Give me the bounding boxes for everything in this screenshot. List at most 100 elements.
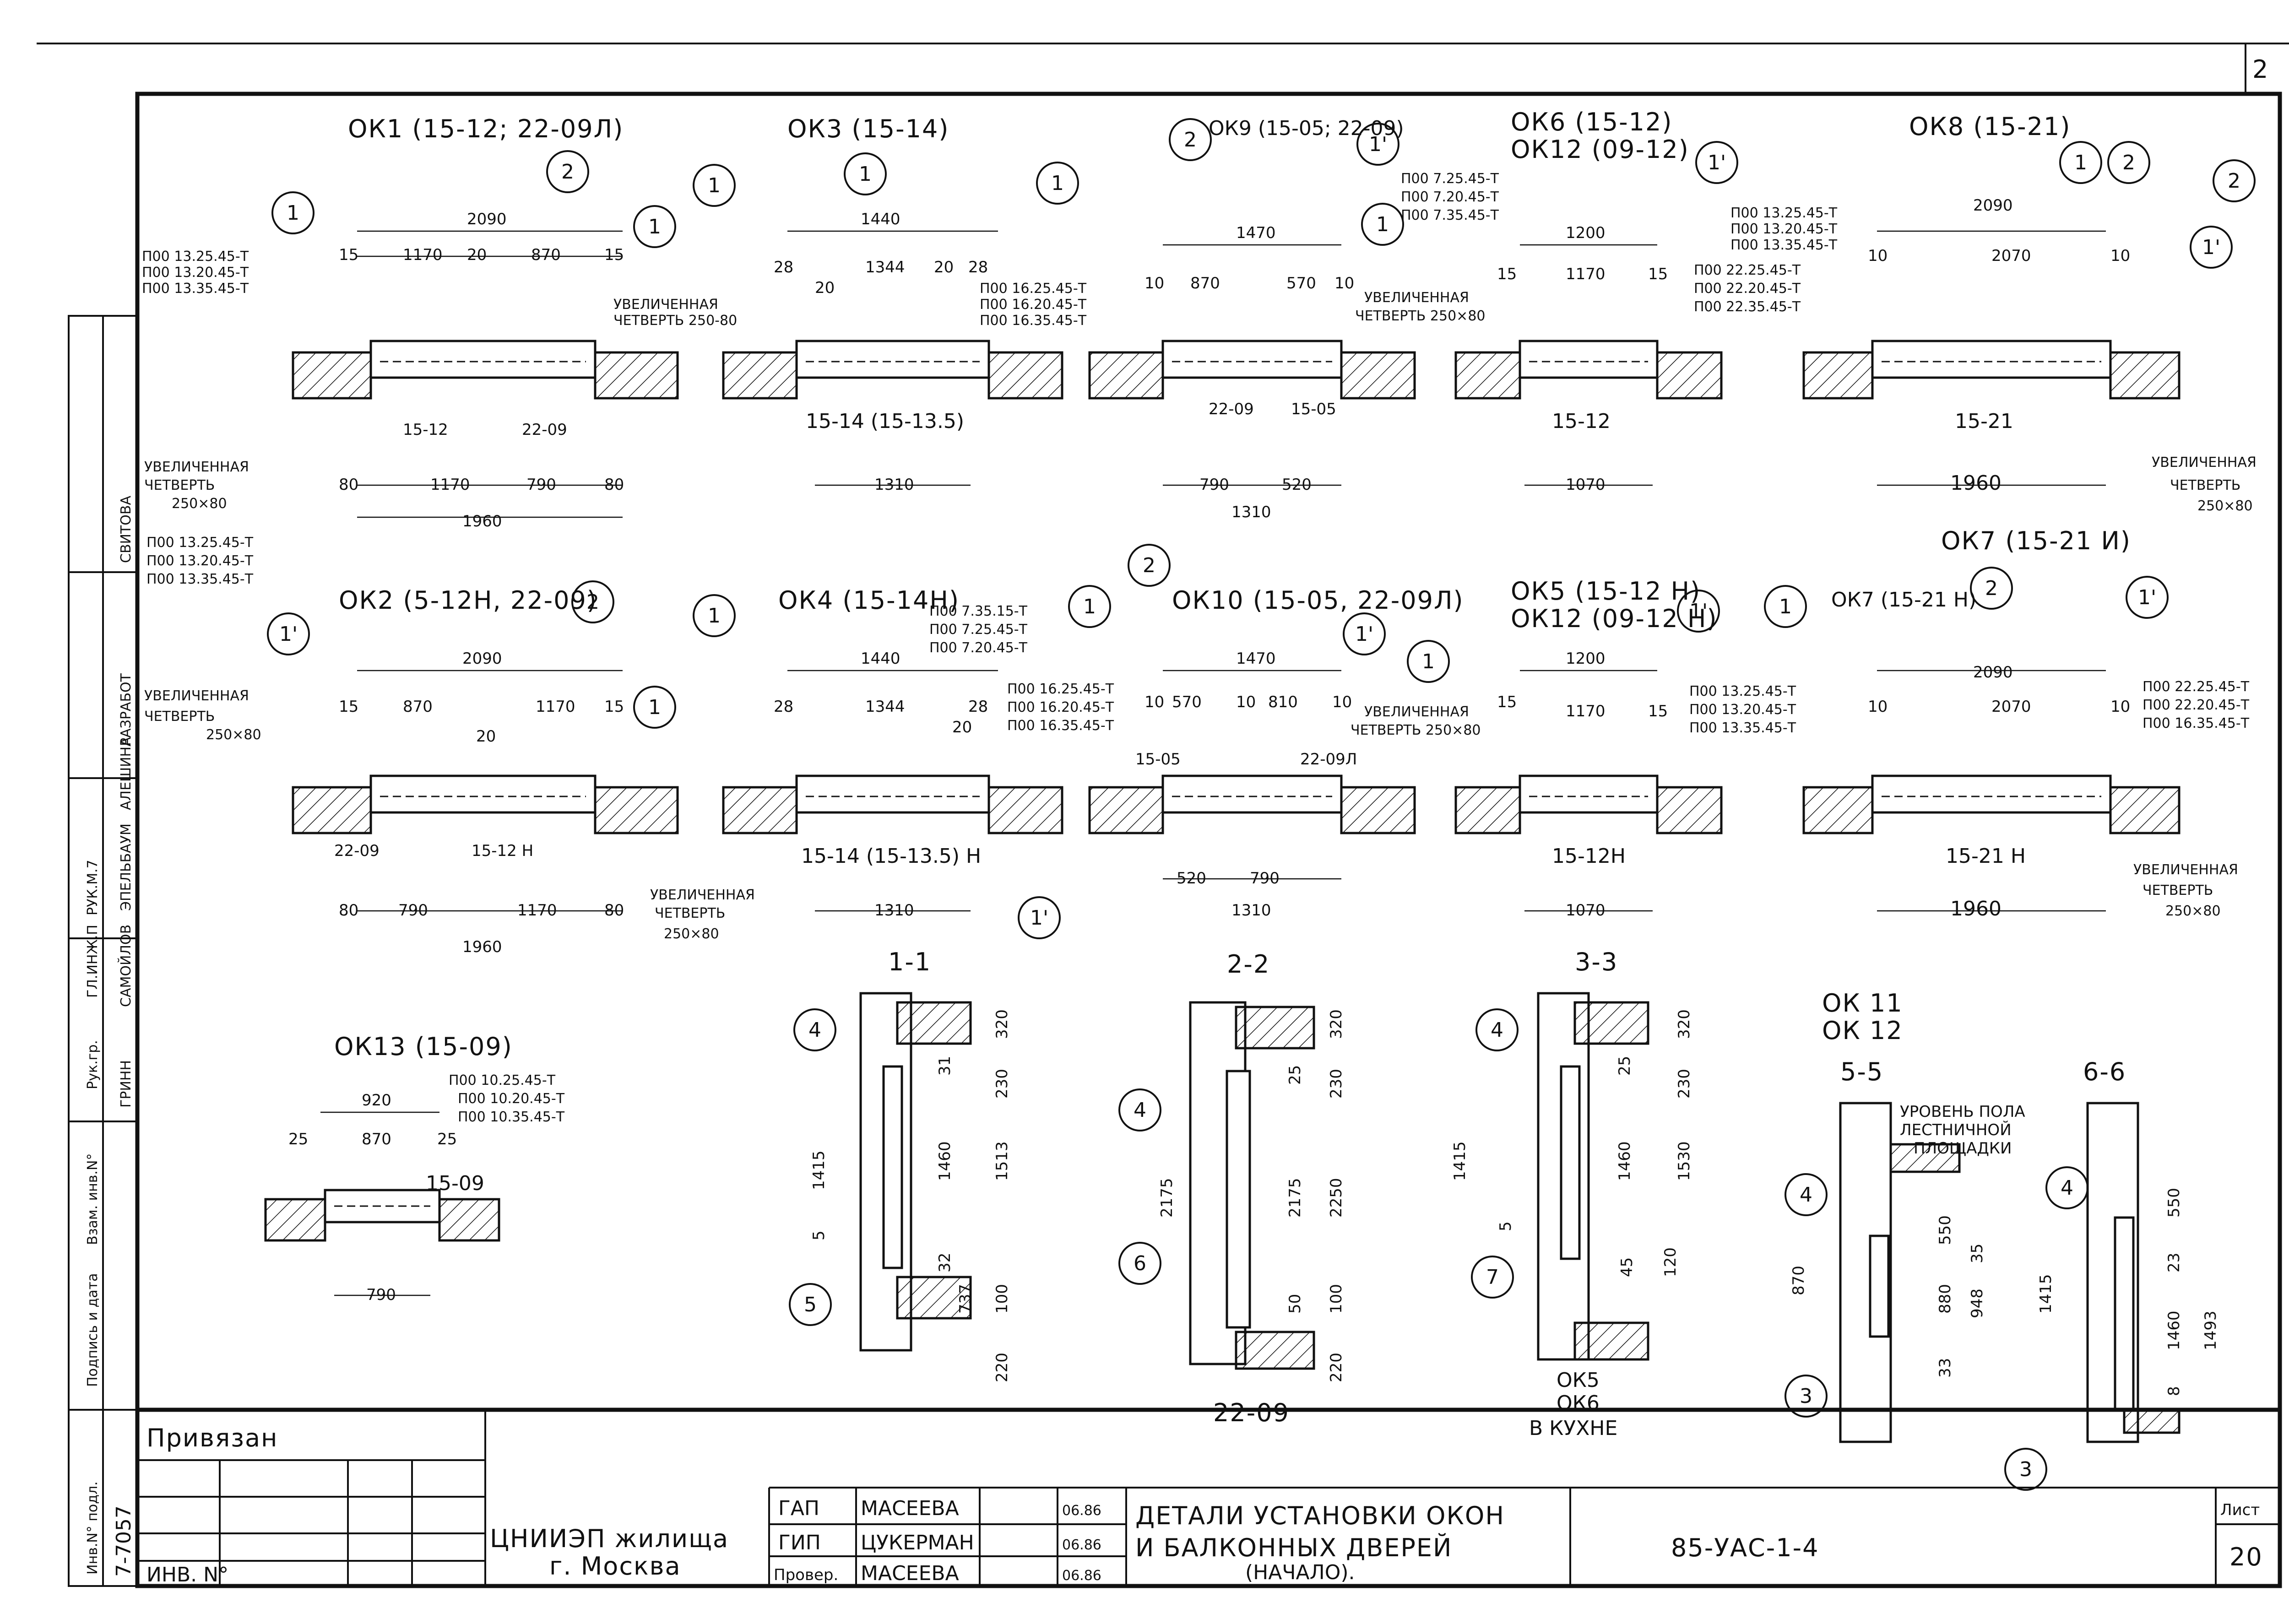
city: г. Москва [549,1552,681,1581]
svg-text:320: 320 [993,1009,1011,1039]
svg-text:П00 16.20.45-Т: П00 16.20.45-Т [1007,699,1114,715]
svg-text:948: 948 [1968,1288,1986,1318]
svg-text:870: 870 [362,1130,391,1148]
svg-text:22-09Л: 22-09Л [1300,750,1357,769]
svg-text:230: 230 [1675,1069,1693,1099]
svg-text:80: 80 [604,901,624,920]
side-stamp-grinn: ГРИНН [118,1060,134,1108]
plan-ok3: ОК3 (15-14) 1440 28 1344 20 28 20 15-14 … [693,114,1087,494]
svg-text:1440: 1440 [861,650,900,668]
side-stamp-vzam: Взам. инв.N° [85,1153,101,1245]
svg-text:790: 790 [1199,476,1229,494]
svg-text:5: 5 [1497,1221,1515,1231]
svg-text:1: 1 [708,604,721,628]
svg-text:810: 810 [1268,693,1298,711]
plan-title: ОК2 (5-12Н, 22-09) [339,586,597,615]
svg-text:880: 880 [1936,1284,1954,1314]
svg-text:УВЕЛИЧЕННАЯ: УВЕЛИЧЕННАЯ [1364,704,1469,720]
side-stamp-ruk-m7: РУК.М.7 [85,860,101,915]
svg-text:1': 1' [2202,236,2220,259]
svg-text:4: 4 [1491,1018,1503,1042]
svg-text:20: 20 [952,718,972,736]
svg-text:1170: 1170 [430,476,470,494]
svg-text:ЦУКЕРМАН: ЦУКЕРМАН [861,1531,974,1554]
drawing-title-line-3: (НАЧАЛО). [1245,1561,1355,1584]
svg-text:1170: 1170 [1566,702,1606,720]
section-6-6: 6-6 550 1415 23 1460 1493 8 4 3 [2004,1057,2220,1491]
svg-text:П00 13.25.45-Т: П00 13.25.45-Т [1689,683,1796,699]
svg-text:2: 2 [1143,554,1155,577]
svg-text:28: 28 [774,698,793,716]
svg-text:3: 3 [1800,1385,1812,1408]
svg-text:П00 22.20.45-Т: П00 22.20.45-Т [1694,281,1801,297]
svg-text:Провер.: Провер. [774,1566,838,1584]
svg-text:П00 10.20.45-Т: П00 10.20.45-Т [458,1091,565,1107]
svg-text:1493: 1493 [2202,1310,2220,1350]
svg-text:2070: 2070 [1991,247,2031,265]
plan-title: ОК9 (15-05; 22-09) [1209,117,1404,140]
svg-text:П00 10.35.45-Т: П00 10.35.45-Т [458,1109,565,1125]
svg-text:250×80: 250×80 [664,926,719,942]
svg-text:320: 320 [1675,1009,1693,1039]
svg-text:1960: 1960 [462,938,502,956]
svg-text:06.86: 06.86 [1062,1537,1101,1553]
svg-text:1070: 1070 [1566,901,1606,920]
svg-text:20: 20 [815,279,835,297]
svg-text:2: 2 [586,590,599,614]
side-stamp-podpis: Подпись и дата [85,1273,101,1387]
svg-text:1: 1 [708,174,721,197]
svg-text:МАСЕЕВА: МАСЕЕВА [861,1562,959,1585]
svg-text:1960: 1960 [1950,471,2002,495]
svg-text:15: 15 [1497,693,1517,711]
svg-text:15-05: 15-05 [1135,750,1181,769]
plan-subtitle: ОК12 (09-12) [1511,135,1689,164]
svg-text:10: 10 [1868,247,1888,265]
svg-text:2: 2 [2122,151,2135,174]
svg-text:15-12Н: 15-12Н [1552,844,1626,868]
svg-text:10: 10 [1144,274,1164,292]
svg-text:ЛЕСТНИЧНОЙ: ЛЕСТНИЧНОЙ [1900,1121,2012,1139]
svg-text:1310: 1310 [1231,503,1271,521]
section-title: 6-6 [2083,1057,2126,1086]
svg-text:15-12: 15-12 [403,421,448,439]
svg-text:П00 7.35.15-Т: П00 7.35.15-Т [929,603,1028,619]
svg-text:1170: 1170 [1566,265,1606,283]
svg-text:35: 35 [1968,1244,1986,1263]
plan-title: ОК13 (15-09) [334,1032,513,1061]
plan-ok6: ОК6 (15-12) ОК12 (09-12) 1200 15 1170 15… [1454,108,1738,494]
plan-ok4: ОК4 (15-14Н) 1440 28 1344 20 28 15-14 (1… [693,585,1114,939]
svg-text:1344: 1344 [865,698,905,716]
side-stamp-razrabot: РАЗРАБОТ [118,673,134,746]
svg-text:4: 4 [2061,1176,2073,1200]
svg-text:П00 16.25.45-Т: П00 16.25.45-Т [980,281,1087,297]
svg-text:ГИП: ГИП [778,1531,821,1554]
svg-text:УВЕЛИЧЕННАЯ: УВЕЛИЧЕННАЯ [2152,455,2256,471]
svg-text:22-09: 22-09 [522,421,567,439]
svg-text:1960: 1960 [462,512,502,531]
plan-title: ОК1 (15-12; 22-09Л) [348,114,624,143]
svg-text:ГАП: ГАП [778,1497,819,1520]
svg-text:1460: 1460 [1616,1141,1634,1181]
svg-text:1: 1 [1376,213,1389,236]
svg-text:П00 13.35.45-Т: П00 13.35.45-Т [1730,237,1838,253]
svg-text:220: 220 [993,1353,1011,1382]
svg-text:28: 28 [774,258,793,276]
section-3-3: 3-3 320 25 230 1415 1460 1530 5 45 120 О… [1451,947,1693,1440]
svg-text:1440: 1440 [861,210,900,228]
plan-ok10: ОК10 (15-05, 22-09Л) 1470 10 570 10 810 … [1088,544,1481,920]
svg-text:15-14 (15-13.5) Н: 15-14 (15-13.5) Н [801,844,981,868]
svg-text:250×80: 250×80 [206,727,261,743]
svg-text:1': 1' [279,623,298,646]
svg-text:50: 50 [1286,1294,1304,1314]
side-stamp-inv-podl: Инв.N° подл. [85,1481,101,1575]
privyazan-label: Привязан [146,1424,278,1452]
svg-text:ЧЕТВЕРТЬ: ЧЕТВЕРТЬ [655,905,725,921]
svg-text:УВЕЛИЧЕННАЯ: УВЕЛИЧЕННАЯ [1364,290,1469,306]
svg-text:П00 7.35.45-Т: П00 7.35.45-Т [1401,207,1499,223]
drawing-title-line-2: И БАЛКОННЫХ ДВЕРЕЙ [1135,1533,1452,1562]
svg-text:15-14 (15-13.5): 15-14 (15-13.5) [806,410,964,433]
svg-text:П00 22.35.45-Т: П00 22.35.45-Т [1694,299,1801,315]
svg-text:920: 920 [362,1091,391,1110]
svg-text:1170: 1170 [536,698,575,716]
svg-text:15: 15 [339,698,358,716]
